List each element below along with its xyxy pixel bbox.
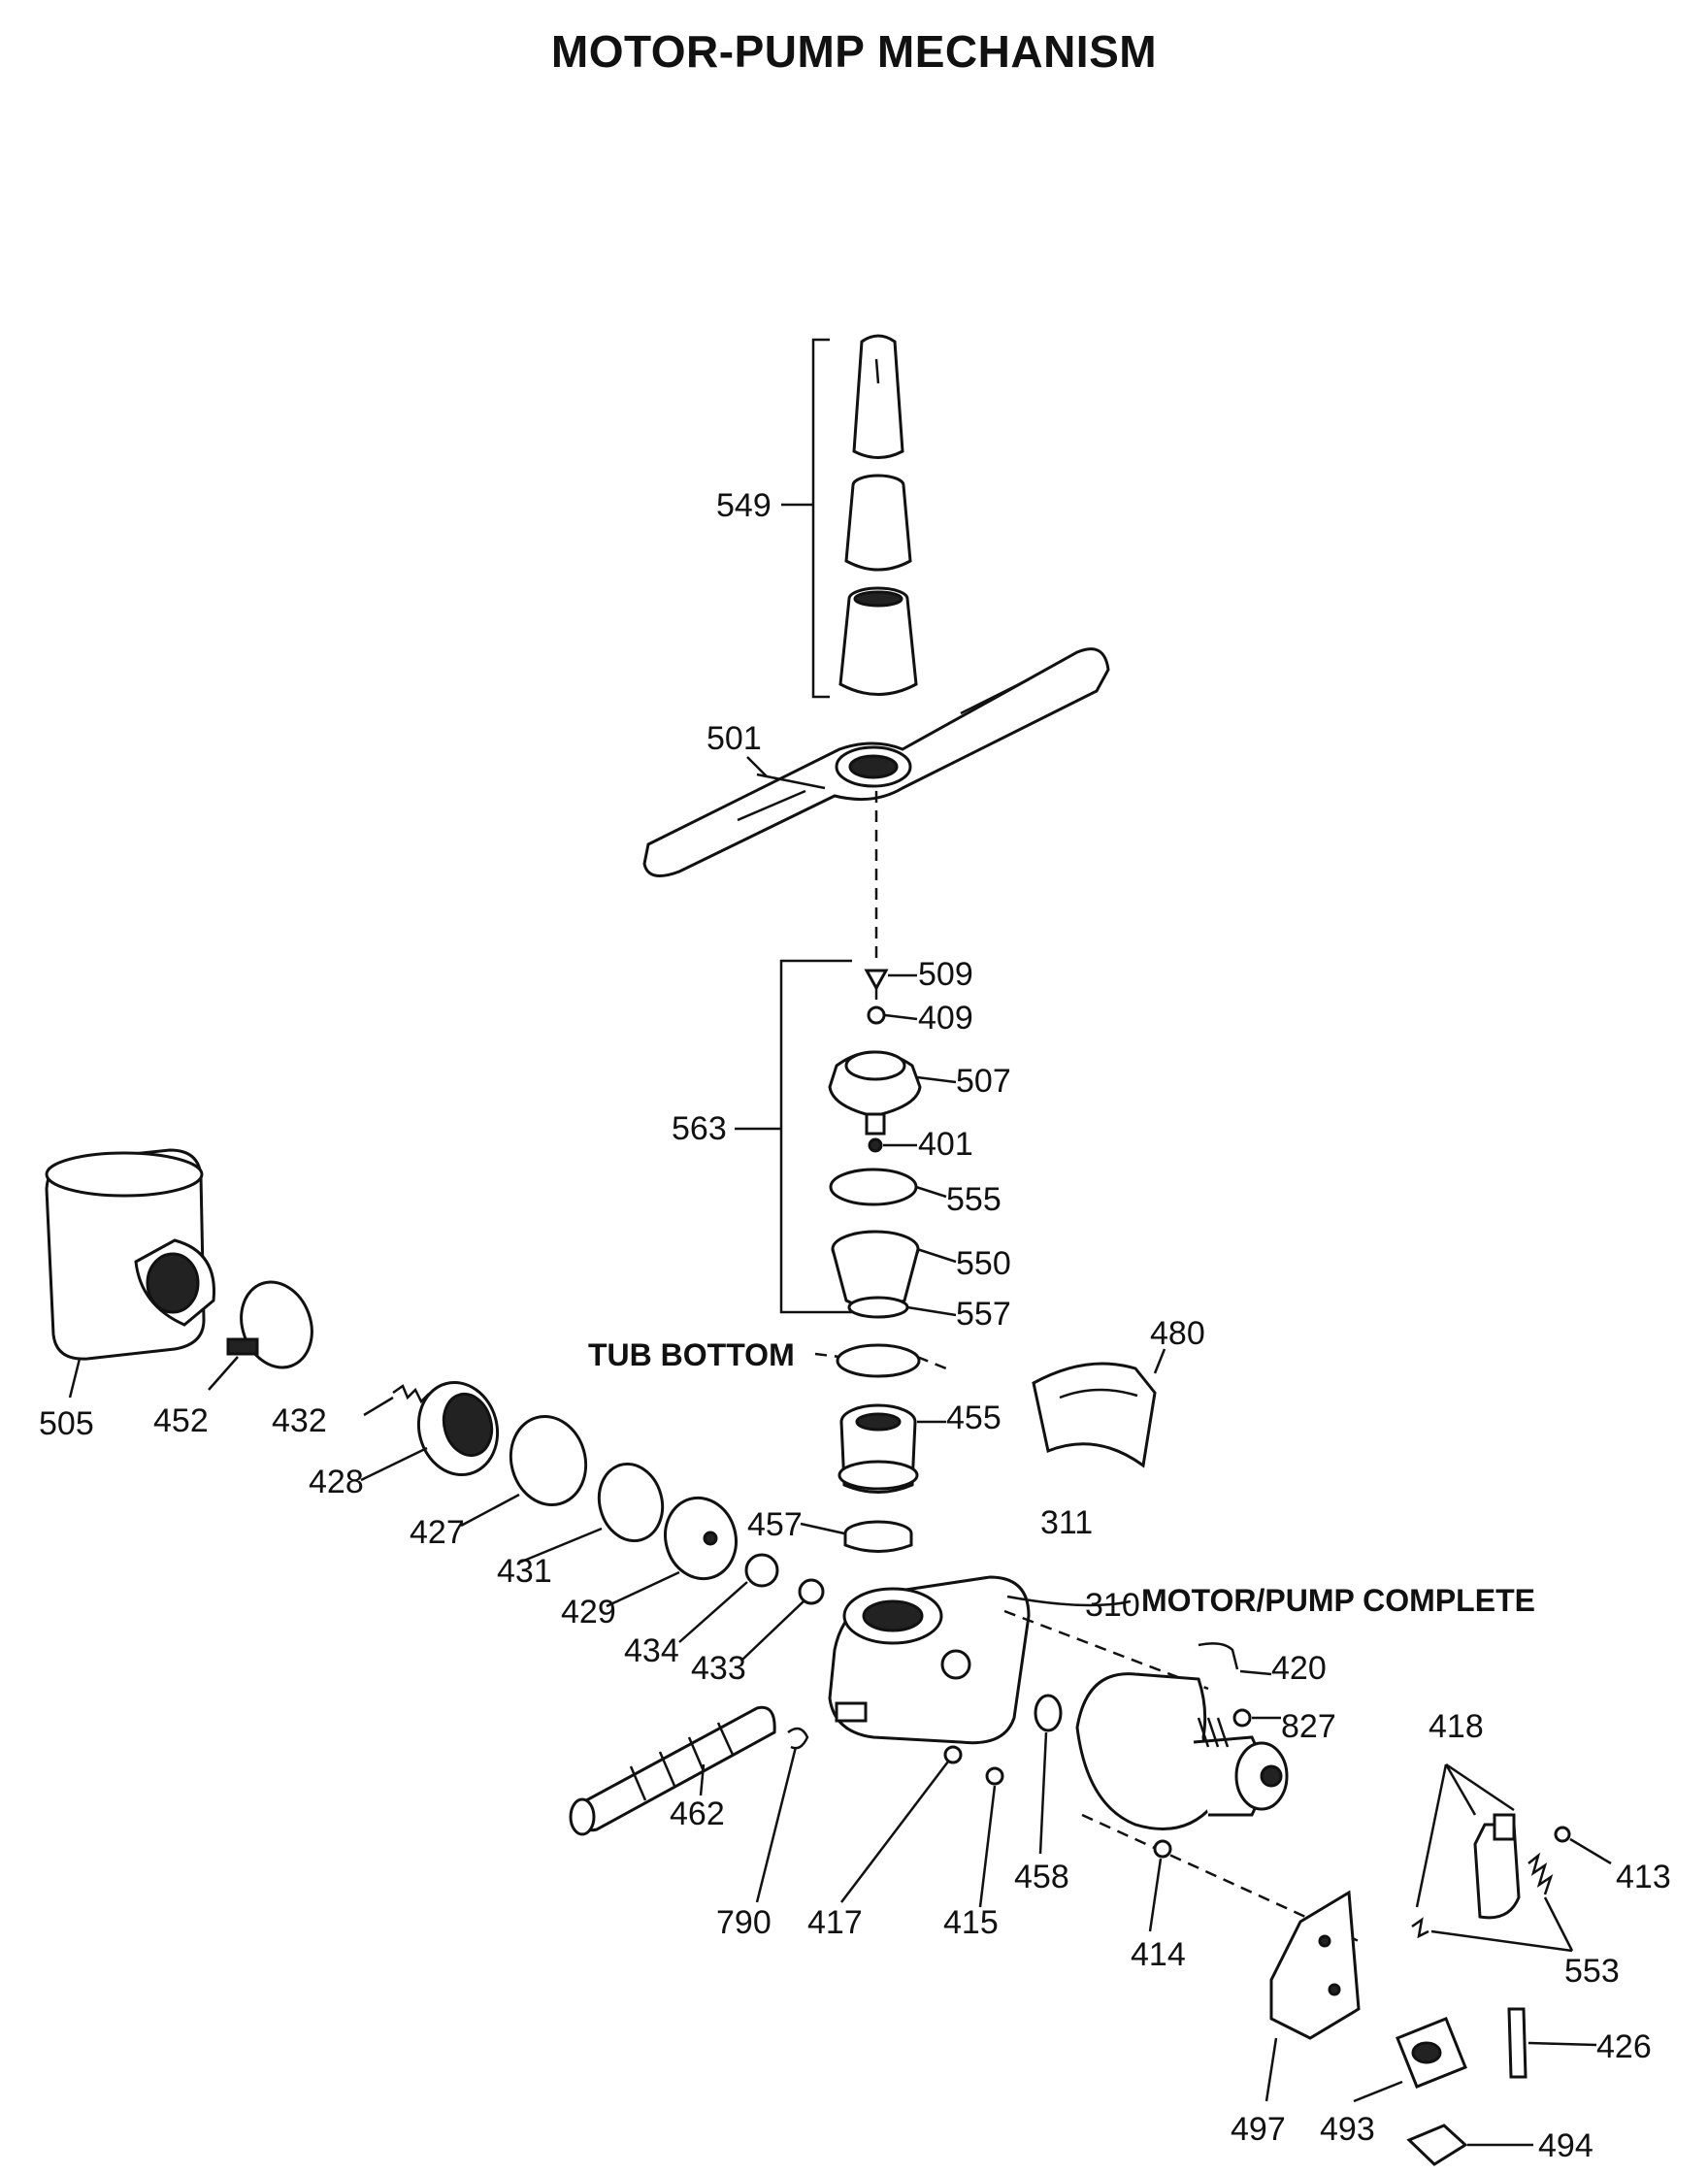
bracket-563 [735, 959, 852, 1314]
part-553-spring-2 [1411, 1917, 1429, 1939]
part-462-hose [569, 1705, 776, 1836]
tub-bottom-ring [836, 1343, 921, 1378]
callout-790: 790 [716, 1904, 772, 1941]
callout-415: 415 [943, 1904, 999, 1941]
callout-433: 433 [691, 1650, 746, 1687]
callout-434: 434 [624, 1632, 679, 1669]
part-434-nut [744, 1553, 779, 1588]
diagram-title: MOTOR-PUMP MECHANISM [550, 26, 1158, 77]
callout-553: 553 [1564, 1953, 1620, 1990]
part-555-ring [829, 1168, 918, 1206]
part-457-clamp [843, 1520, 913, 1553]
motor-pump-complete-label: MOTOR/PUMP COMPLETE [1141, 1583, 1535, 1618]
callout-480: 480 [1150, 1315, 1205, 1352]
callout-563: 563 [672, 1110, 727, 1147]
part-501-spray-arm [642, 647, 1110, 877]
part-790-clip [787, 1727, 809, 1750]
part-827-screw [1232, 1708, 1252, 1728]
part-557-gasket [847, 1296, 909, 1319]
part-414-screw [1153, 1839, 1172, 1859]
callout-labels: 549 501 509 409 507 563 401 555 550 557 … [39, 487, 1671, 2164]
part-452-clamp-ring [226, 1280, 313, 1369]
callout-501: 501 [706, 720, 762, 757]
part-311-pump-body [828, 1575, 1031, 1745]
callout-549: 549 [716, 487, 772, 524]
callout-557: 557 [956, 1296, 1011, 1333]
callout-431: 431 [497, 1553, 552, 1590]
callout-455: 455 [946, 1400, 1002, 1436]
part-433-bushing [798, 1578, 825, 1605]
part-420-wire [1198, 1642, 1239, 1670]
part-493-solenoid [1396, 2017, 1467, 2089]
callout-418: 418 [1429, 1708, 1484, 1745]
callout-401: 401 [918, 1126, 973, 1163]
callout-497: 497 [1231, 2111, 1286, 2148]
callout-413: 413 [1616, 1859, 1671, 1895]
callout-462: 462 [670, 1795, 725, 1832]
callout-311: 311 [1040, 1504, 1093, 1541]
part-415-washer [985, 1766, 1004, 1786]
callout-493: 493 [1320, 2111, 1375, 2148]
part-509-screw [864, 969, 889, 1000]
callout-550: 550 [956, 1245, 1011, 1282]
tub-bottom-label: TUB BOTTOM [588, 1337, 795, 1372]
tub-bottom-right [916, 1355, 947, 1370]
callout-428: 428 [309, 1464, 364, 1500]
part-426-rod [1507, 2007, 1527, 2079]
callout-429: 429 [561, 1594, 616, 1630]
callout-507: 507 [956, 1063, 1011, 1100]
callout-427: 427 [410, 1514, 465, 1551]
callout-505: 505 [39, 1405, 94, 1442]
part-418-switch-bracket [1473, 1813, 1521, 1920]
part-432-spring [392, 1384, 430, 1404]
callout-509: 509 [918, 956, 973, 993]
part-549-spray-tube [838, 334, 918, 696]
part-401-ball [868, 1137, 883, 1153]
callout-417: 417 [807, 1904, 863, 1941]
part-458-seal [1034, 1694, 1063, 1732]
callout-409: 409 [918, 1000, 973, 1037]
part-480-shroud [1032, 1362, 1157, 1468]
callout-452: 452 [153, 1402, 209, 1439]
part-310-motor [1075, 1672, 1289, 1830]
part-431-plate [597, 1462, 665, 1543]
callout-458: 458 [1014, 1859, 1069, 1895]
callout-555: 555 [946, 1181, 1002, 1218]
part-417-washer [943, 1745, 963, 1764]
leader-lines [68, 756, 1612, 2147]
callout-432: 432 [272, 1402, 327, 1439]
callout-494: 494 [1538, 2127, 1593, 2164]
part-553-spring [1527, 1852, 1554, 1895]
bracket-549 [781, 338, 830, 699]
part-507-hub [828, 1050, 922, 1136]
leader-311-bracket [1006, 1595, 1132, 1607]
part-427-ring [509, 1414, 588, 1507]
callout-310: 310 [1085, 1587, 1140, 1624]
callout-426: 426 [1596, 2028, 1652, 2065]
part-413-clip [1554, 1826, 1571, 1843]
part-429-impeller [664, 1496, 738, 1581]
callout-414: 414 [1131, 1936, 1186, 1973]
tub-bottom-left [814, 1352, 840, 1359]
part-455-housing [838, 1403, 919, 1494]
callout-457: 457 [747, 1506, 803, 1543]
part-409-washer [867, 1005, 886, 1025]
part-494-plunger [1406, 2124, 1468, 2166]
part-497-mount-plate [1269, 1890, 1361, 2040]
part-428-filter [416, 1380, 500, 1477]
part-505-inlet-box [45, 1148, 215, 1361]
callout-827: 827 [1281, 1708, 1336, 1745]
callout-420: 420 [1271, 1650, 1327, 1687]
